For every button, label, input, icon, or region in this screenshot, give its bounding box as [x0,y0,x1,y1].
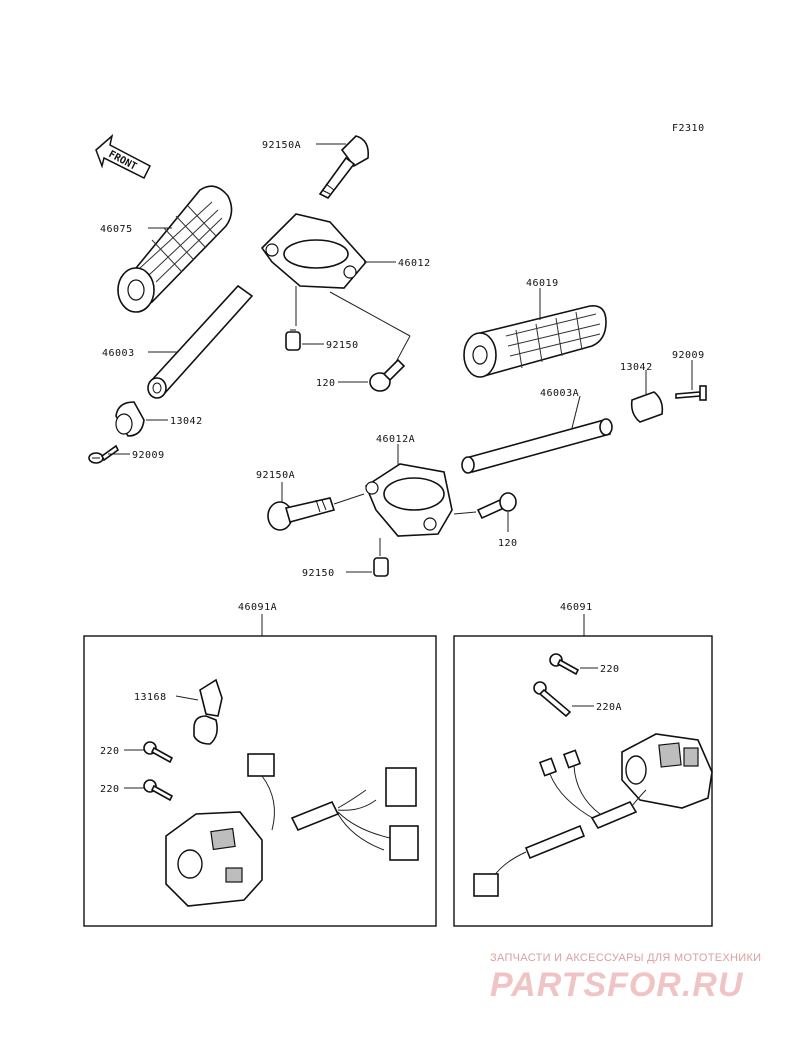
label-13042-left: 13042 [170,416,203,427]
front-arrow-icon: FRONT [95,133,151,180]
screw-220-left-2 [143,779,174,802]
left-switch-wiring [247,753,419,861]
label-46003: 46003 [102,348,135,359]
bracket-13168 [193,678,223,745]
left-grip-46075 [117,185,233,313]
label-120-mid: 120 [498,538,518,549]
label-46091: 46091 [560,602,593,613]
screw-220-left-1 [143,741,174,764]
right-switch-housing [621,733,713,809]
bolt-92150-top [285,329,301,351]
label-92150-top: 92150 [326,340,359,351]
bolt-92150-mid [373,557,389,577]
clamp-46012A [365,463,453,537]
label-92009-left: 92009 [132,450,165,461]
label-92150A-mid: 92150A [256,470,295,481]
watermark-tagline: ЗАПЧАСТИ И АКСЕССУАРЫ ДЛЯ МОТОТЕХНИКИ [490,952,762,964]
label-46091A: 46091A [238,602,277,613]
connector-upper [385,767,417,807]
bolt-92150A-top [318,135,370,200]
label-46012: 46012 [398,258,431,269]
label-92150-mid: 92150 [302,568,335,579]
label-13168: 13168 [134,692,167,703]
label-220-right: 220 [600,664,620,675]
label-92150A-top: 92150A [262,140,301,151]
label-120-top: 120 [316,378,336,389]
screw-220A-right [533,681,572,718]
right-switch-box [453,635,713,927]
label-46003A: 46003A [540,388,579,399]
bar-end-weight-13042-right [630,391,664,423]
left-switch-box [83,635,437,927]
label-46012A: 46012A [376,434,415,445]
label-220A-right: 220A [596,702,622,713]
label-13042-right: 13042 [620,362,653,373]
label-220-left-1: 220 [100,746,120,757]
label-220-left-2: 220 [100,784,120,795]
bolt-92150A-mid [267,497,336,531]
bar-end-weight-13042-left [115,401,145,437]
figure-code: F2310 [672,123,705,134]
right-switch-wiring [473,749,647,897]
screw-92009-right [675,385,707,401]
handlebar-46003A [461,418,613,474]
clamp-46012 [260,213,368,289]
left-switch-housing [165,811,263,907]
label-46019: 46019 [526,278,559,289]
right-grip-46019 [463,305,607,378]
label-46075: 46075 [100,224,133,235]
screw-220-right [549,653,580,676]
connector-lower [389,825,419,861]
bolt-120-mid [476,492,517,520]
watermark-logo: PARTSFOR.RU [490,966,744,1004]
screw-92009-left [88,444,120,464]
handlebar-46003 [147,284,254,399]
label-92009-right: 92009 [672,350,705,361]
bolt-120-top [369,358,406,392]
